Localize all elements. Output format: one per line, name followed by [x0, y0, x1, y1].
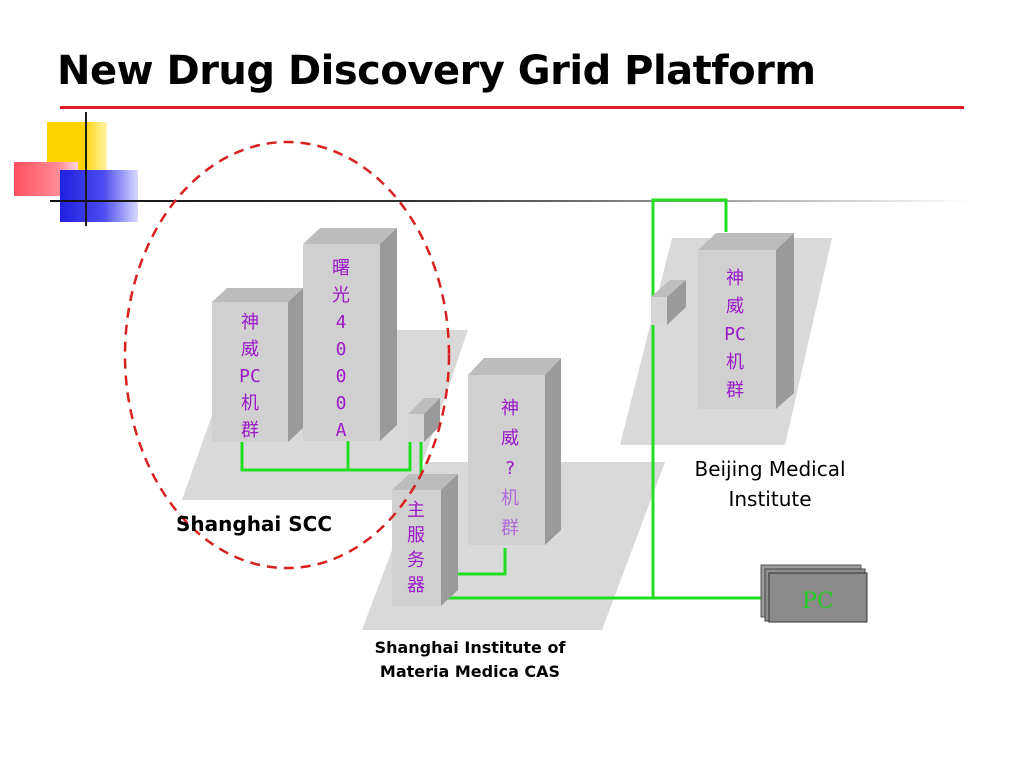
main-char: 器	[407, 575, 425, 596]
shuguang-char: 0	[336, 366, 347, 387]
link-cluster2-to-main	[449, 548, 507, 576]
cluster2-char: 群	[501, 518, 519, 539]
deco-blue-square	[60, 170, 138, 222]
main-char: 务	[407, 550, 425, 571]
shenwei-char: 神	[241, 312, 259, 333]
beijing-label-line-1: Beijing Medical	[694, 457, 846, 481]
server-shenwei-cluster-2	[468, 358, 561, 545]
beijing-char: 机	[726, 352, 744, 373]
beijing-label-line-2: Institute	[728, 487, 812, 511]
shuguang-char: 4	[336, 312, 347, 333]
simm-label: Shanghai Institute of Materia Medica CAS	[350, 636, 590, 684]
beijing-char: 群	[726, 380, 744, 401]
shenwei-cluster-2-label: 神威? 机群	[501, 398, 519, 539]
shuguang-4000a-label: 曙光 4 0 0 0A	[332, 258, 350, 441]
network-links	[240, 198, 770, 600]
simm-label-line-2: Materia Medica CAS	[379, 662, 561, 681]
shenwei-char: PC	[239, 366, 261, 387]
cluster2-char: ?	[505, 458, 516, 479]
cluster2-char: 威	[501, 428, 519, 449]
shuguang-char: 光	[332, 285, 350, 306]
shuguang-char: 0	[336, 393, 347, 414]
page-title: New Drug Discovery Grid Platform	[57, 48, 816, 94]
server-main	[392, 474, 458, 606]
link-beijing-trunk	[651, 198, 728, 598]
shuguang-char: A	[336, 420, 347, 441]
server-shuguang-4000a	[303, 228, 397, 441]
beijing-char: 威	[726, 296, 744, 317]
cluster2-char: 神	[501, 398, 519, 419]
shenwei-char: 机	[241, 393, 259, 414]
pc-label: PC	[802, 589, 834, 614]
link-scc-bus	[240, 440, 412, 472]
server-shenwei-pc-cluster	[212, 288, 303, 442]
shanghai-scc-label: Shanghai SCC	[176, 512, 333, 536]
main-char: 主	[407, 500, 425, 521]
router-shanghai	[408, 398, 440, 442]
server-beijing-shenwei-pc-cluster	[698, 233, 794, 409]
pc-terminal	[760, 564, 868, 623]
beijing-char: PC	[724, 324, 746, 345]
deco-horizontal-line	[50, 200, 970, 202]
shuguang-char: 0	[336, 339, 347, 360]
main-char: 服	[407, 525, 425, 546]
simm-label-line-1: Shanghai Institute of	[374, 638, 566, 657]
cluster2-char: 机	[501, 488, 519, 509]
shenwei-char: 威	[241, 339, 259, 360]
beijing-label: Beijing Medical Institute	[680, 454, 860, 514]
shuguang-char: 曙	[332, 258, 350, 279]
shenwei-pc-cluster-label: 神威 PC 机群	[239, 312, 261, 441]
beijing-char: 神	[726, 268, 744, 289]
shanghai-scc-circle	[123, 140, 451, 570]
router-beijing	[651, 280, 686, 325]
deco-vertical-line	[85, 112, 87, 226]
beijing-shenwei-pc-cluster-label: 神威 PC 机群	[724, 268, 746, 401]
shenwei-char: 群	[241, 420, 259, 441]
title-rule	[60, 106, 964, 109]
